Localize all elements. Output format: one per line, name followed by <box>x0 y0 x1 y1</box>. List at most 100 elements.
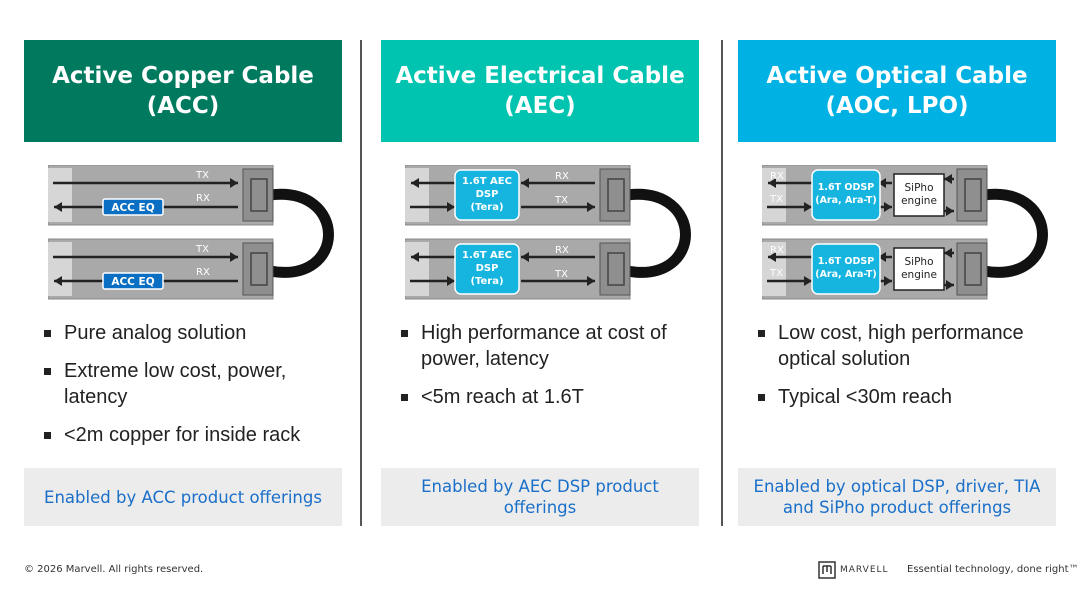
connector <box>607 178 625 212</box>
arrow-head <box>768 252 776 262</box>
chip-label: (Tera) <box>470 276 503 287</box>
connector <box>964 252 982 286</box>
sipho-engine <box>893 173 945 217</box>
arrow-head <box>884 276 892 286</box>
chip-label: 1.6T ODSP <box>818 182 874 193</box>
connector <box>250 178 268 212</box>
bullet-item: High performance at cost of power, laten… <box>399 320 693 372</box>
marvell-logo-icon <box>818 561 836 579</box>
column-header: Active Optical Cable (AOC, LPO) <box>738 40 1056 142</box>
acc-eq-chip <box>102 272 164 290</box>
cable <box>983 188 1048 278</box>
bullet-list: High performance at cost of power, laten… <box>399 320 693 422</box>
dsp-chip <box>454 243 520 295</box>
signal-label: RX <box>555 245 569 256</box>
engine-label: engine <box>901 269 937 281</box>
arrow-head <box>804 202 812 212</box>
bullet-item: Extreme low cost, power, latency <box>42 358 336 410</box>
signal-label: TX <box>769 268 783 279</box>
column-acc: Active Copper Cable (ACC) Pure analog so… <box>24 40 342 526</box>
column-aoc: Active Optical Cable (AOC, LPO) Low cost… <box>738 40 1056 526</box>
bullet-list: Low cost, high performance optical solut… <box>756 320 1050 422</box>
footer-banner: Enabled by AEC DSP product offerings <box>381 468 699 526</box>
arrow-head <box>768 178 776 188</box>
engine-label: SiPho <box>905 256 934 268</box>
signal-label: TX <box>195 244 209 255</box>
connector <box>607 252 625 286</box>
header-title: Active Electrical Cable <box>395 63 685 89</box>
header-subtitle: (AOC, LPO) <box>825 93 969 119</box>
engine-label: SiPho <box>905 182 934 194</box>
footer-banner: Enabled by optical DSP, driver, TIA and … <box>738 468 1056 526</box>
chip-label: 1.6T AEC <box>462 176 512 187</box>
connector <box>964 178 982 212</box>
cable <box>269 188 334 278</box>
chip-label: (Ara, Ara-T) <box>815 269 877 280</box>
signal-label: TX <box>554 269 568 280</box>
signal-label: RX <box>770 171 784 182</box>
header-subtitle: (ACC) <box>146 93 220 119</box>
column-header: Active Electrical Cable (AEC) <box>381 40 699 142</box>
copyright: © 2026 Marvell. All rights reserved. <box>24 564 204 575</box>
chip-label: DSP <box>476 263 499 274</box>
signal-label: TX <box>195 170 209 181</box>
engine-label: engine <box>901 195 937 207</box>
sipho-engine <box>893 247 945 291</box>
chip-label: 1.6T ODSP <box>818 256 874 267</box>
arrow-head <box>521 252 529 262</box>
bullet-item: <5m reach at 1.6T <box>399 384 693 410</box>
bullet-item: Typical <30m reach <box>756 384 1050 410</box>
arrow-head <box>230 252 238 262</box>
arrow-head <box>878 252 886 262</box>
signal-label: RX <box>196 193 210 204</box>
arrow-head <box>944 174 952 184</box>
signal-label: RX <box>555 171 569 182</box>
arrow-head <box>944 248 952 258</box>
column-header: Active Copper Cable (ACC) <box>24 40 342 142</box>
marvell-logo: MARVELL <box>818 561 889 579</box>
arrow-head <box>878 178 886 188</box>
arrow-head <box>54 276 62 286</box>
signal-label: RX <box>770 245 784 256</box>
arrow-head <box>447 202 455 212</box>
dsp-chip <box>811 243 881 295</box>
chip-label: 1.6T AEC <box>462 250 512 261</box>
arrow-head <box>946 280 954 290</box>
cable <box>626 188 691 278</box>
chip-label: (Tera) <box>470 202 503 213</box>
chip-label: DSP <box>476 189 499 200</box>
arrow-head <box>587 202 595 212</box>
arrow-head <box>946 206 954 216</box>
dsp-chip <box>811 169 881 221</box>
brand-name: MARVELL <box>840 565 889 575</box>
chip-label: ACC EQ <box>111 202 154 214</box>
arrow-head <box>230 178 238 188</box>
transceiver-module: TX RX ACC EQ <box>48 165 274 226</box>
bullet-item: <2m copper for inside rack <box>42 422 336 448</box>
column-divider <box>360 40 362 526</box>
chip-label: (Ara, Ara-T) <box>815 195 877 206</box>
connector <box>250 252 268 286</box>
chip-label: ACC EQ <box>111 276 154 288</box>
bullet-item: Pure analog solution <box>42 320 336 346</box>
arrow-head <box>411 252 419 262</box>
column-aec: Active Electrical Cable (AEC) High perfo… <box>381 40 699 526</box>
header-title: Active Optical Cable <box>766 63 1028 89</box>
header-title: Active Copper Cable <box>52 63 314 89</box>
arrow-head <box>54 202 62 212</box>
arrow-head <box>447 276 455 286</box>
header-subtitle: (AEC) <box>504 93 576 119</box>
footer-banner: Enabled by ACC product offerings <box>24 468 342 526</box>
column-divider <box>721 40 723 526</box>
bullet-item: Low cost, high performance optical solut… <box>756 320 1050 372</box>
dsp-chip <box>454 169 520 221</box>
arrow-head <box>804 276 812 286</box>
tagline: Essential technology, done right™ <box>907 564 1079 575</box>
signal-label: TX <box>769 194 783 205</box>
